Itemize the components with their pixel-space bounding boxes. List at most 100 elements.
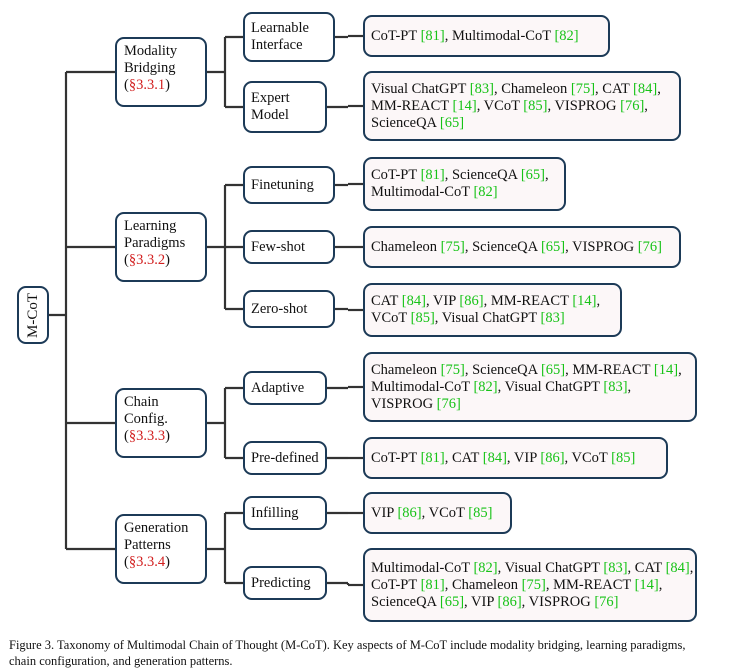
- method-name: ,: [657, 80, 661, 97]
- references-line: Chameleon [75], ScienceQA [65], VISPROG …: [371, 239, 679, 256]
- method-name: VCoT: [371, 310, 411, 326]
- citation: [76]: [594, 593, 619, 610]
- references-line: VCoT [85], Visual ChatGPT [83]: [371, 310, 620, 327]
- section-number: §3.3.1: [128, 77, 166, 93]
- category-label: Paradigms: [124, 235, 186, 251]
- citation: [85]: [611, 449, 636, 466]
- references-line: CAT [84], VIP [86], MM-REACT [14],: [371, 293, 620, 310]
- root-node: M-CoT: [17, 286, 49, 344]
- category-label: Bridging: [124, 60, 176, 76]
- citation: [86]: [540, 449, 565, 466]
- method-name: , MM-REACT: [565, 361, 654, 378]
- section-ref: (§3.3.3): [124, 428, 170, 444]
- references-node: Chameleon [75], ScienceQA [65], MM-REACT…: [363, 352, 697, 422]
- method-name: , ScienceQA: [444, 167, 521, 183]
- method-name: CoT-PT: [371, 27, 421, 44]
- root-label: M-CoT: [24, 292, 41, 338]
- method-name: , ScienceQA: [464, 361, 541, 378]
- citation: [85]: [468, 504, 493, 521]
- citation: [82]: [473, 378, 498, 395]
- citation: [65]: [439, 114, 465, 131]
- method-name: , VCoT: [476, 97, 524, 114]
- references-node: Visual ChatGPT [83], Chameleon [75], CAT…: [363, 71, 681, 141]
- references-node: CoT-PT [81], ScienceQA [65],Multimodal-C…: [363, 157, 566, 211]
- citation: [82]: [554, 27, 579, 44]
- citation: [65]: [520, 167, 546, 183]
- category-label: Chain: [124, 394, 159, 410]
- subcategory-label: Few-shot: [251, 238, 305, 255]
- references-node: VIP [86], VCoT [85]: [363, 492, 512, 534]
- caption-line: Figure 3. Taxonomy of Multimodal Chain o…: [9, 638, 686, 652]
- citation: [76]: [620, 97, 645, 114]
- method-name: , ScienceQA: [464, 238, 541, 255]
- citation: [82]: [473, 559, 498, 576]
- references-line: Multimodal-CoT [82], Visual ChatGPT [83]…: [371, 379, 695, 396]
- references-node: Multimodal-CoT [82], Visual ChatGPT [83]…: [363, 548, 697, 622]
- references-line: CoT-PT [81], Chameleon [75], MM-REACT [1…: [371, 577, 695, 594]
- references-node: CAT [84], VIP [86], MM-REACT [14],VCoT […: [363, 283, 622, 337]
- citation: [85]: [523, 97, 548, 114]
- citation: [83]: [540, 310, 565, 326]
- citation: [75]: [521, 576, 546, 593]
- method-name: , VISPROG: [521, 593, 595, 610]
- method-name: , Visual ChatGPT: [497, 559, 604, 576]
- method-name: , VIP: [464, 593, 498, 610]
- category-label: Generation: [124, 520, 189, 536]
- method-name: ,: [627, 378, 632, 395]
- references-node: CoT-PT [81], Multimodal-CoT [82]: [363, 15, 610, 57]
- subcategory-node: Pre-defined: [243, 441, 327, 475]
- subcategory-node: Zero-shot: [243, 290, 335, 328]
- citation: [84]: [401, 293, 426, 309]
- method-name: Visual ChatGPT: [371, 80, 470, 97]
- section-number: §3.3.2: [128, 252, 166, 268]
- citation: [75]: [440, 238, 465, 255]
- section-ref: (§3.3.1): [124, 77, 170, 93]
- references-line: Chameleon [75], ScienceQA [65], MM-REACT…: [371, 362, 695, 379]
- subcategory-label: Model: [251, 107, 289, 123]
- method-name: Chameleon: [371, 361, 441, 378]
- method-name: ,: [596, 293, 601, 309]
- method-name: , CAT: [444, 449, 483, 466]
- references-line: Visual ChatGPT [83], Chameleon [75], CAT…: [371, 81, 679, 98]
- method-name: CoT-PT: [371, 576, 421, 593]
- method-name: , Visual ChatGPT: [497, 378, 604, 395]
- section-number: §3.3.3: [128, 428, 166, 444]
- method-name: , VCoT: [564, 449, 612, 466]
- citation: [76]: [436, 395, 461, 412]
- subcategory-label: Infilling: [251, 504, 299, 521]
- method-name: Chameleon: [371, 238, 441, 255]
- method-name: , CAT: [627, 559, 666, 576]
- section-ref: (§3.3.2): [124, 252, 170, 268]
- citation: [76]: [637, 238, 662, 255]
- method-name: VIP: [371, 504, 398, 521]
- citation: [85]: [410, 310, 435, 326]
- subcategory-label: Expert: [251, 90, 290, 106]
- method-name: ScienceQA: [371, 593, 440, 610]
- method-name: Multimodal-CoT: [371, 184, 474, 200]
- method-name: Multimodal-CoT: [371, 378, 474, 395]
- citation: [84]: [665, 559, 690, 576]
- subcategory-node: Few-shot: [243, 230, 335, 264]
- citation: [83]: [603, 378, 628, 395]
- subcategory-label: Predicting: [251, 574, 311, 591]
- method-name: , CAT: [595, 80, 634, 97]
- citation: [81]: [420, 449, 445, 466]
- references-line: Multimodal-CoT [82]: [371, 184, 564, 201]
- subcategory-node: Infilling: [243, 496, 327, 530]
- method-name: , MM-REACT: [545, 576, 635, 593]
- figure-caption: Figure 3. Taxonomy of Multimodal Chain o…: [9, 637, 749, 669]
- references-line: ScienceQA [65], VIP [86], VISPROG [76]: [371, 594, 695, 611]
- citation: [84]: [633, 80, 658, 97]
- method-name: , VISPROG: [547, 97, 621, 114]
- citation: [14]: [634, 576, 659, 593]
- method-name: CAT: [371, 293, 402, 309]
- references-line: ScienceQA [65]: [371, 115, 679, 132]
- citation: [65]: [540, 361, 566, 378]
- method-name: , Chameleon: [444, 576, 522, 593]
